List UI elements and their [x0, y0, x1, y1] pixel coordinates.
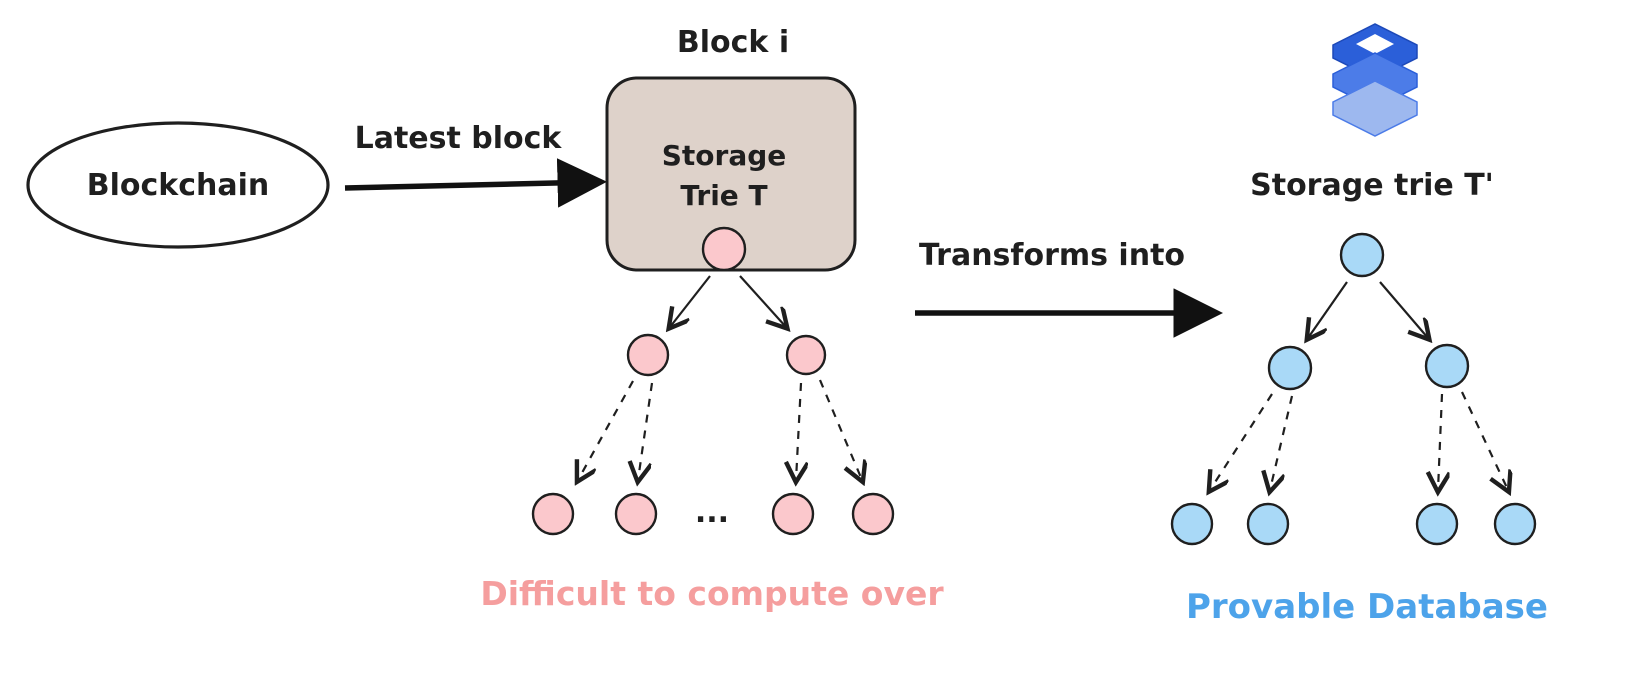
blue-leaf-2	[1246, 502, 1290, 546]
latest-block-arrow-line	[344, 158, 607, 208]
latest-block-label: Latest block	[355, 121, 563, 156]
block-i-title: Block i	[677, 25, 789, 60]
blue-trie: Storage trie T' Provable Database	[1170, 168, 1548, 627]
database-layer-top-hole	[1356, 34, 1394, 54]
difficult-caption: Difficult to compute over	[480, 574, 944, 613]
blue-leaf-4	[1493, 502, 1537, 546]
storage-trie-line2: Trie T	[680, 179, 767, 212]
pink-root-node	[701, 226, 747, 272]
blockchain-label: Blockchain	[87, 168, 270, 203]
pink-child-right	[785, 334, 827, 376]
pink-edge-root-right	[739, 275, 786, 327]
blue-child-left	[1267, 345, 1313, 391]
provable-caption: Provable Database	[1186, 587, 1548, 627]
blue-leaf-1	[1170, 502, 1214, 546]
pink-child-left	[626, 333, 670, 377]
blue-edge-left-leaf1	[1210, 393, 1273, 490]
storage-trie-line1: Storage	[662, 139, 787, 172]
pink-trie: ... Difficult to compute over	[480, 226, 944, 613]
blue-edge-left-leaf2	[1270, 395, 1294, 490]
pink-edge-right-leaf2	[818, 379, 862, 480]
pink-leaf-4	[851, 492, 895, 536]
blue-edge-root-right	[1379, 281, 1428, 338]
pink-ellipsis: ...	[695, 495, 729, 530]
pink-edge-root-left	[670, 275, 711, 327]
pink-leaf-1	[531, 492, 575, 536]
blue-root-node	[1339, 232, 1385, 278]
blockchain-ellipse	[26, 121, 330, 249]
blue-leaf-3	[1415, 502, 1459, 546]
database-layer-bottom	[1332, 80, 1418, 137]
blue-edge-root-left	[1308, 281, 1348, 338]
blue-child-right	[1424, 343, 1470, 389]
blue-edge-right-leaf1	[1438, 393, 1442, 490]
transforms-arrow: Transforms into	[915, 238, 1223, 338]
pink-leaf-2	[614, 492, 658, 536]
database-icon	[1332, 23, 1418, 137]
pink-edge-left-leaf2	[638, 382, 654, 480]
latest-block-arrow: Latest block	[344, 121, 607, 208]
transforms-label: Transforms into	[919, 238, 1185, 273]
pink-edge-left-leaf1	[578, 380, 634, 480]
storage-trie-prime-label: Storage trie T'	[1250, 168, 1494, 203]
block-i-group: Block i Storage Trie T	[605, 25, 857, 272]
blue-edge-right-leaf2	[1461, 391, 1508, 490]
blockchain-node: Blockchain	[26, 121, 330, 249]
pink-edge-right-leaf1	[796, 382, 801, 480]
pink-leaf-3	[771, 492, 815, 536]
